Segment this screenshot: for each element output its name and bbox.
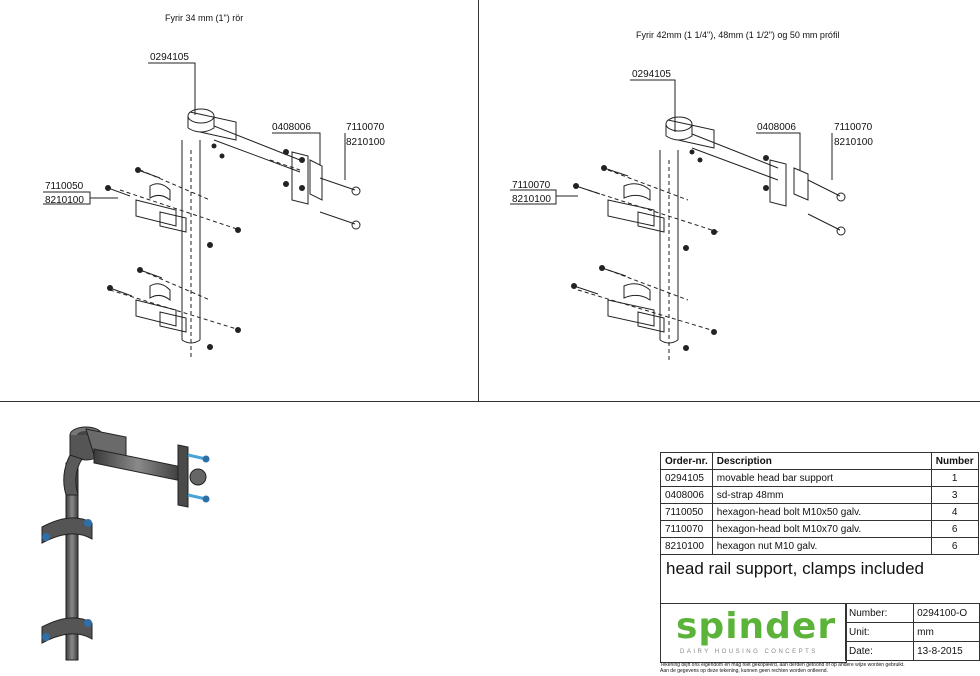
spinder-logo: spinder [676, 606, 837, 647]
row-order-nr: 0294105 [660, 469, 713, 487]
row-description: hexagon nut M10 galv. [711, 537, 932, 555]
left-label-7110070: 7110070 [346, 122, 385, 133]
unit-value: mm [913, 622, 980, 642]
right-label-0294105: 0294105 [632, 69, 671, 80]
row-number: 3 [930, 486, 979, 504]
header-number: Number [930, 452, 979, 470]
assembled-3d-view [41, 426, 210, 661]
table-row: 7110070 hexagon-head bolt M10x70 galv. 6 [660, 520, 979, 538]
row-order-nr: 7110070 [660, 520, 713, 538]
table-row: 0294105 movable head bar support 1 [660, 469, 979, 487]
row-number: 6 [930, 537, 979, 555]
brand-tagline: DAIRY HOUSING CONCEPTS [680, 649, 818, 655]
number-value: 0294100-O [913, 603, 980, 623]
left-label-8210100-b: 8210100 [45, 195, 84, 206]
vertical-divider [478, 0, 479, 401]
table-row: 8210100 hexagon nut M10 galv. 6 [660, 537, 979, 555]
table-row: 7110050 hexagon-head bolt M10x50 galv. 4 [660, 503, 979, 521]
left-label-8210100: 8210100 [346, 137, 385, 148]
parts-table: Order-nr. Description Number 0294105 mov… [660, 452, 979, 555]
row-order-nr: 0408006 [660, 486, 713, 504]
meta-grid: Number: 0294100-O Unit: mm Date: 13-8-20… [844, 603, 980, 661]
header-order-nr: Order-nr. [660, 452, 713, 470]
header-description: Description [711, 452, 932, 470]
legal-footer: Tekening blijft ons eigendom en mag niet… [660, 662, 905, 674]
row-description: hexagon-head bolt M10x50 galv. [711, 503, 932, 521]
date-value: 13-8-2015 [913, 641, 980, 661]
row-number: 4 [930, 503, 979, 521]
number-label: Number: [844, 603, 915, 623]
table-row: 0408006 sd-strap 48mm 3 [660, 486, 979, 504]
unit-label: Unit: [844, 622, 915, 642]
row-number: 6 [930, 520, 979, 538]
right-view-caption: Fyrir 42mm (1 1/4"), 48mm (1 1/2") og 50… [636, 30, 840, 40]
right-label-8210100-b: 8210100 [512, 194, 551, 205]
right-label-0408006: 0408006 [757, 122, 796, 133]
row-description: movable head bar support [711, 469, 932, 487]
right-label-7110070-b: 7110070 [512, 180, 551, 191]
row-description: sd-strap 48mm [711, 486, 932, 504]
row-number: 1 [930, 469, 979, 487]
row-order-nr: 7110050 [660, 503, 713, 521]
date-label: Date: [844, 641, 915, 661]
left-label-0294105: 0294105 [150, 52, 189, 63]
left-label-0408006: 0408006 [272, 122, 311, 133]
horizontal-divider [0, 401, 980, 402]
left-view-caption: Fyrir 34 mm (1") rör [165, 13, 244, 23]
right-exploded-drawing [510, 79, 846, 360]
left-label-7110050: 7110050 [45, 181, 84, 192]
footer-line-1: Tekening blijft ons eigendom en mag niet… [660, 662, 905, 668]
row-description: hexagon-head bolt M10x70 galv. [711, 520, 932, 538]
parts-table-header: Order-nr. Description Number [660, 452, 979, 470]
footer-line-2: Aan de gegevens op deze tekening, kunnen… [660, 668, 828, 674]
right-label-8210100: 8210100 [834, 137, 873, 148]
right-label-7110070: 7110070 [834, 122, 873, 133]
drawing-title: head rail support, clamps included [666, 559, 924, 578]
left-exploded-drawing [43, 62, 361, 360]
